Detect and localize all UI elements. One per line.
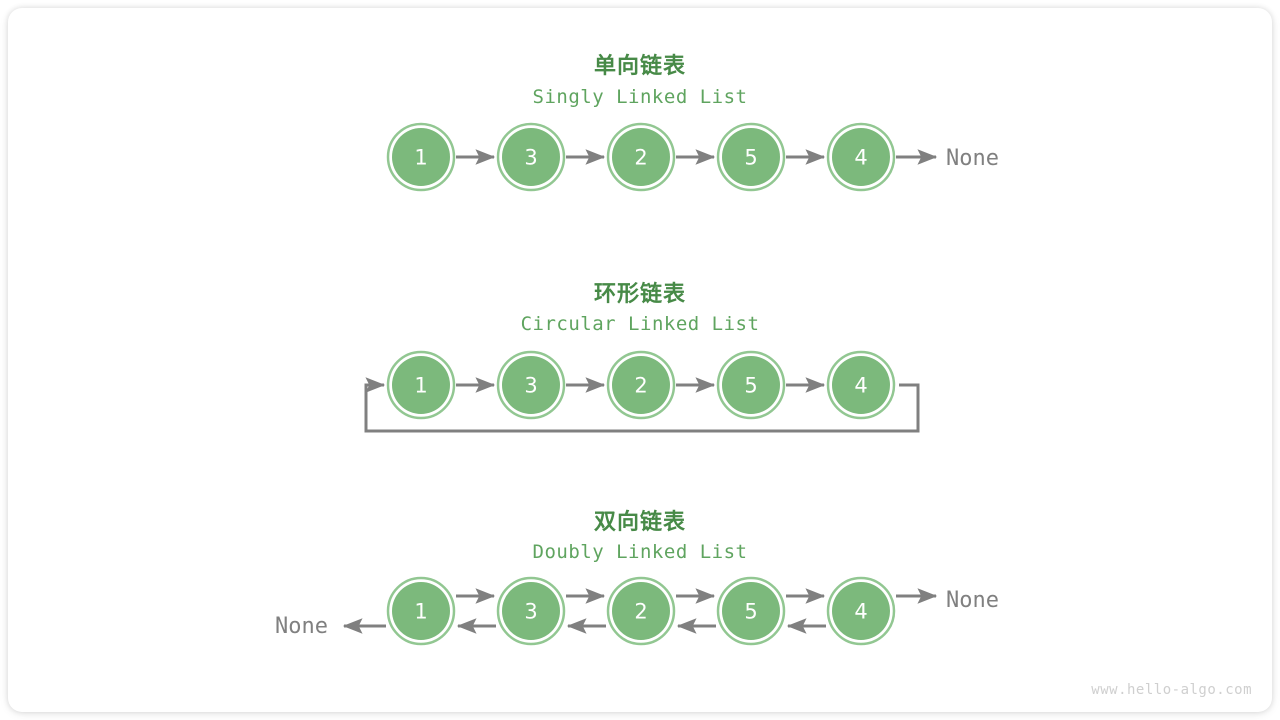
doubly-node-2: 2	[606, 576, 676, 646]
doubly-tail-none: None	[946, 588, 999, 613]
node-circle	[722, 128, 780, 186]
node-ring	[386, 350, 456, 420]
circular-node-0: 1	[386, 350, 456, 420]
node-value: 2	[634, 600, 647, 624]
node-value: 5	[744, 600, 757, 624]
singly-title: 单向链表	[593, 54, 686, 79]
node-value: 4	[854, 374, 867, 398]
doubly-node-1: 3	[496, 576, 566, 646]
doubly-node-0: 1	[386, 576, 456, 646]
circular-node-2: 2	[606, 350, 676, 420]
circular-loopback-arrow	[364, 377, 920, 433]
node-ring	[386, 576, 456, 646]
node-circle	[502, 582, 560, 640]
node-circle	[722, 356, 780, 414]
node-ring	[496, 350, 566, 420]
node-ring	[496, 576, 566, 646]
watermark: www.hello-algo.com	[1091, 682, 1252, 698]
node-ring	[716, 350, 786, 420]
node-ring	[826, 576, 896, 646]
node-circle	[832, 582, 890, 640]
node-circle	[612, 128, 670, 186]
doubly-node-3: 5	[716, 576, 786, 646]
circular-node-4: 4	[826, 350, 896, 420]
node-circle	[832, 356, 890, 414]
node-value: 2	[634, 374, 647, 398]
doubly-head-none: None	[275, 614, 328, 639]
node-circle	[392, 582, 450, 640]
node-value: 4	[854, 146, 867, 170]
node-value: 3	[524, 146, 537, 170]
node-value: 5	[744, 146, 757, 170]
node-circle	[612, 582, 670, 640]
node-ring	[826, 122, 896, 192]
node-value: 5	[744, 374, 757, 398]
node-circle	[392, 128, 450, 186]
node-circle	[722, 582, 780, 640]
node-ring	[716, 122, 786, 192]
singly-node-0: 1	[386, 122, 456, 192]
node-ring	[386, 122, 456, 192]
node-value: 1	[414, 146, 427, 170]
node-value: 2	[634, 146, 647, 170]
singly-subtitle: Singly Linked List	[532, 86, 748, 108]
singly-node-2: 2	[606, 122, 676, 192]
node-value: 3	[524, 600, 537, 624]
circular-node-1: 3	[496, 350, 566, 420]
doubly-title: 双向链表	[593, 510, 686, 535]
doubly-node-4: 4	[826, 576, 896, 646]
node-value: 1	[414, 374, 427, 398]
node-ring	[606, 122, 676, 192]
node-value: 4	[854, 600, 867, 624]
circular-subtitle: Circular Linked List	[520, 313, 760, 335]
node-ring	[716, 576, 786, 646]
circular-title: 环形链表	[593, 282, 686, 307]
node-circle	[392, 356, 450, 414]
node-circle	[502, 128, 560, 186]
circular-node-3: 5	[716, 350, 786, 420]
node-ring	[606, 576, 676, 646]
node-circle	[502, 356, 560, 414]
singly-node-3: 5	[716, 122, 786, 192]
node-ring	[496, 122, 566, 192]
node-value: 1	[414, 600, 427, 624]
node-circle	[832, 128, 890, 186]
node-circle	[612, 356, 670, 414]
node-ring	[606, 350, 676, 420]
doubly-subtitle: Doubly Linked List	[532, 541, 748, 563]
singly-tail-none: None	[946, 146, 999, 171]
node-value: 3	[524, 374, 537, 398]
singly-node-4: 4	[826, 122, 896, 192]
node-ring	[826, 350, 896, 420]
singly-node-1: 3	[496, 122, 566, 192]
